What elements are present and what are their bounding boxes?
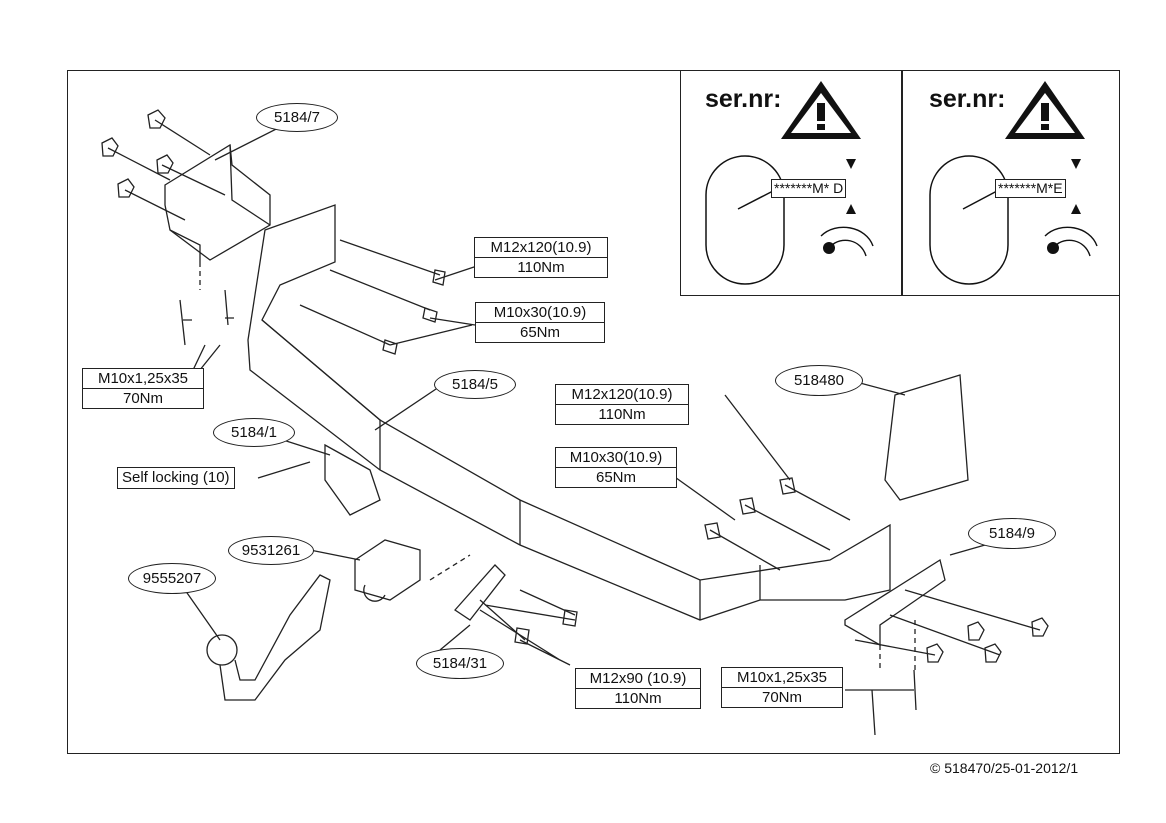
eye-icon bbox=[1044, 226, 1098, 257]
serial-code: *******M* D bbox=[771, 179, 847, 198]
plate-5184-1 bbox=[324, 443, 381, 516]
part-label-5184-31: 5184/31 bbox=[416, 648, 504, 679]
left-bracket bbox=[164, 143, 271, 261]
bolt-spec: M12x90 (10.9) bbox=[576, 669, 700, 689]
ball-neck bbox=[219, 574, 331, 701]
bolt-spec: M10x1,25x35 bbox=[83, 369, 203, 389]
bolt-spec-box: M12x90 (10.9) 110Nm bbox=[575, 668, 701, 709]
bolt-spec: M10x30(10.9) bbox=[476, 303, 604, 323]
bolt-spec: M12x120(10.9) bbox=[475, 238, 607, 258]
bolt-spec-box: M10x30(10.9) 65Nm bbox=[475, 302, 605, 343]
bolt-torque: 65Nm bbox=[519, 324, 560, 341]
bolt-spec-box: M12x120(10.9) 110Nm bbox=[555, 384, 689, 425]
serial-code: *******M*E bbox=[995, 179, 1066, 198]
bolt-spec: M10x1,25x35 bbox=[722, 668, 842, 688]
warning-triangle-icon bbox=[705, 81, 874, 285]
plate-5184-31 bbox=[454, 564, 506, 621]
bolt-spec: M10x30(10.9) bbox=[556, 448, 676, 468]
self-locking-label: Self locking (10) bbox=[117, 467, 235, 489]
bolt-torque: 70Nm bbox=[122, 390, 163, 407]
part-label-5184-1: 5184/1 bbox=[213, 418, 295, 447]
bolt-spec-box: M10x30(10.9) 65Nm bbox=[555, 447, 677, 488]
eye-icon bbox=[820, 226, 874, 257]
part-label-5184-9: 5184/9 bbox=[968, 518, 1056, 549]
bolt-torque: 110Nm bbox=[598, 406, 646, 423]
bolt-spec-box: M10x1,25x35 70Nm bbox=[721, 667, 843, 708]
parts-bag bbox=[884, 374, 969, 501]
bolt-torque: 70Nm bbox=[761, 689, 802, 706]
drawing-frame bbox=[67, 70, 1120, 754]
tow-ball bbox=[206, 634, 238, 666]
warning-triangle-icon bbox=[929, 81, 1098, 285]
serial-title: ser.nr: bbox=[705, 85, 782, 113]
serial-title: ser.nr: bbox=[929, 85, 1006, 113]
right-bracket bbox=[844, 558, 946, 647]
serial-panel-1: ser.nr: *******M* D bbox=[680, 70, 902, 296]
bolt-torque: 65Nm bbox=[595, 469, 636, 486]
part-label-9555207: 9555207 bbox=[128, 563, 216, 594]
copyright-notice: © 518470/25-01-2012/1 bbox=[930, 760, 1079, 776]
bolt-spec-box: M10x1,25x35 70Nm bbox=[82, 368, 204, 409]
bolt-torque: 110Nm bbox=[614, 690, 662, 707]
serial-panel-2: ser.nr: *******M*E bbox=[902, 70, 1120, 296]
lock-housing bbox=[354, 539, 421, 601]
bolt-spec-box: M12x120(10.9) 110Nm bbox=[474, 237, 608, 278]
part-label-9531261: 9531261 bbox=[228, 536, 314, 565]
bolt-torque: 110Nm bbox=[517, 259, 565, 276]
part-label-5184-5: 5184/5 bbox=[434, 370, 516, 399]
part-label-5184-7: 5184/7 bbox=[256, 103, 338, 132]
bolt-spec: M12x120(10.9) bbox=[556, 385, 688, 405]
part-label-518480: 518480 bbox=[775, 365, 863, 396]
